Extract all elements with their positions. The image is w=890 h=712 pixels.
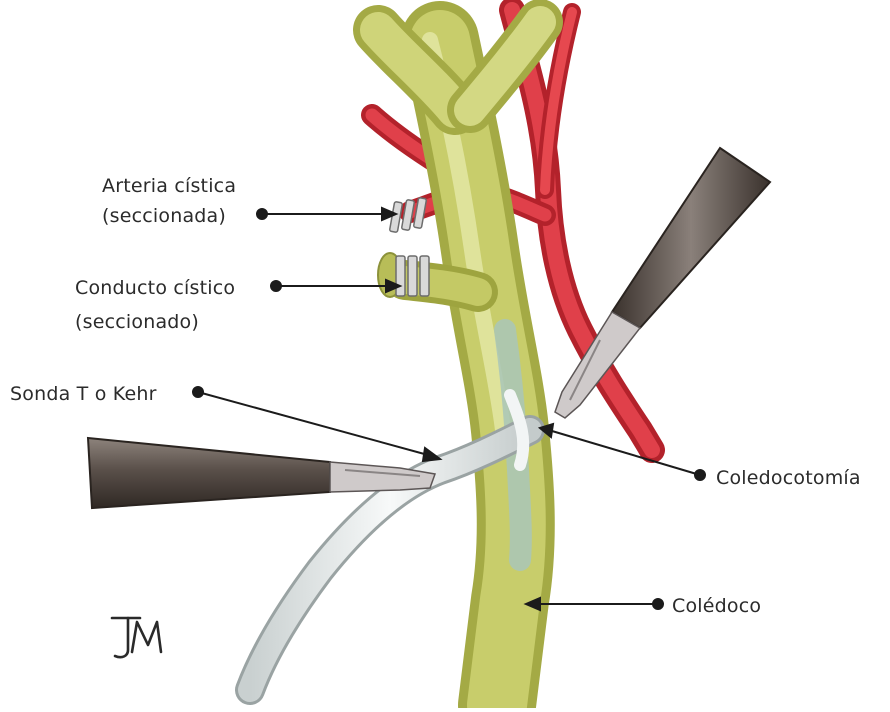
artist-signature-logo [112, 618, 161, 657]
label-sonda-t-kehr: Sonda T o Kehr [10, 378, 157, 410]
label-conducto-cistico-line2: (seccionado) [75, 306, 199, 338]
surgical-clips [389, 198, 429, 296]
label-arteria-cistica-line2: (seccionada) [102, 200, 226, 232]
label-arteria-cistica-line1: Arteria cística [102, 170, 236, 202]
bile-duct [378, 22, 540, 705]
label-coledoco: Colédoco [672, 590, 761, 622]
label-coledocotomia: Coledocotomía [716, 462, 861, 494]
label-conducto-cistico-line1: Conducto cístico [75, 272, 235, 304]
right-instrument [555, 148, 770, 418]
